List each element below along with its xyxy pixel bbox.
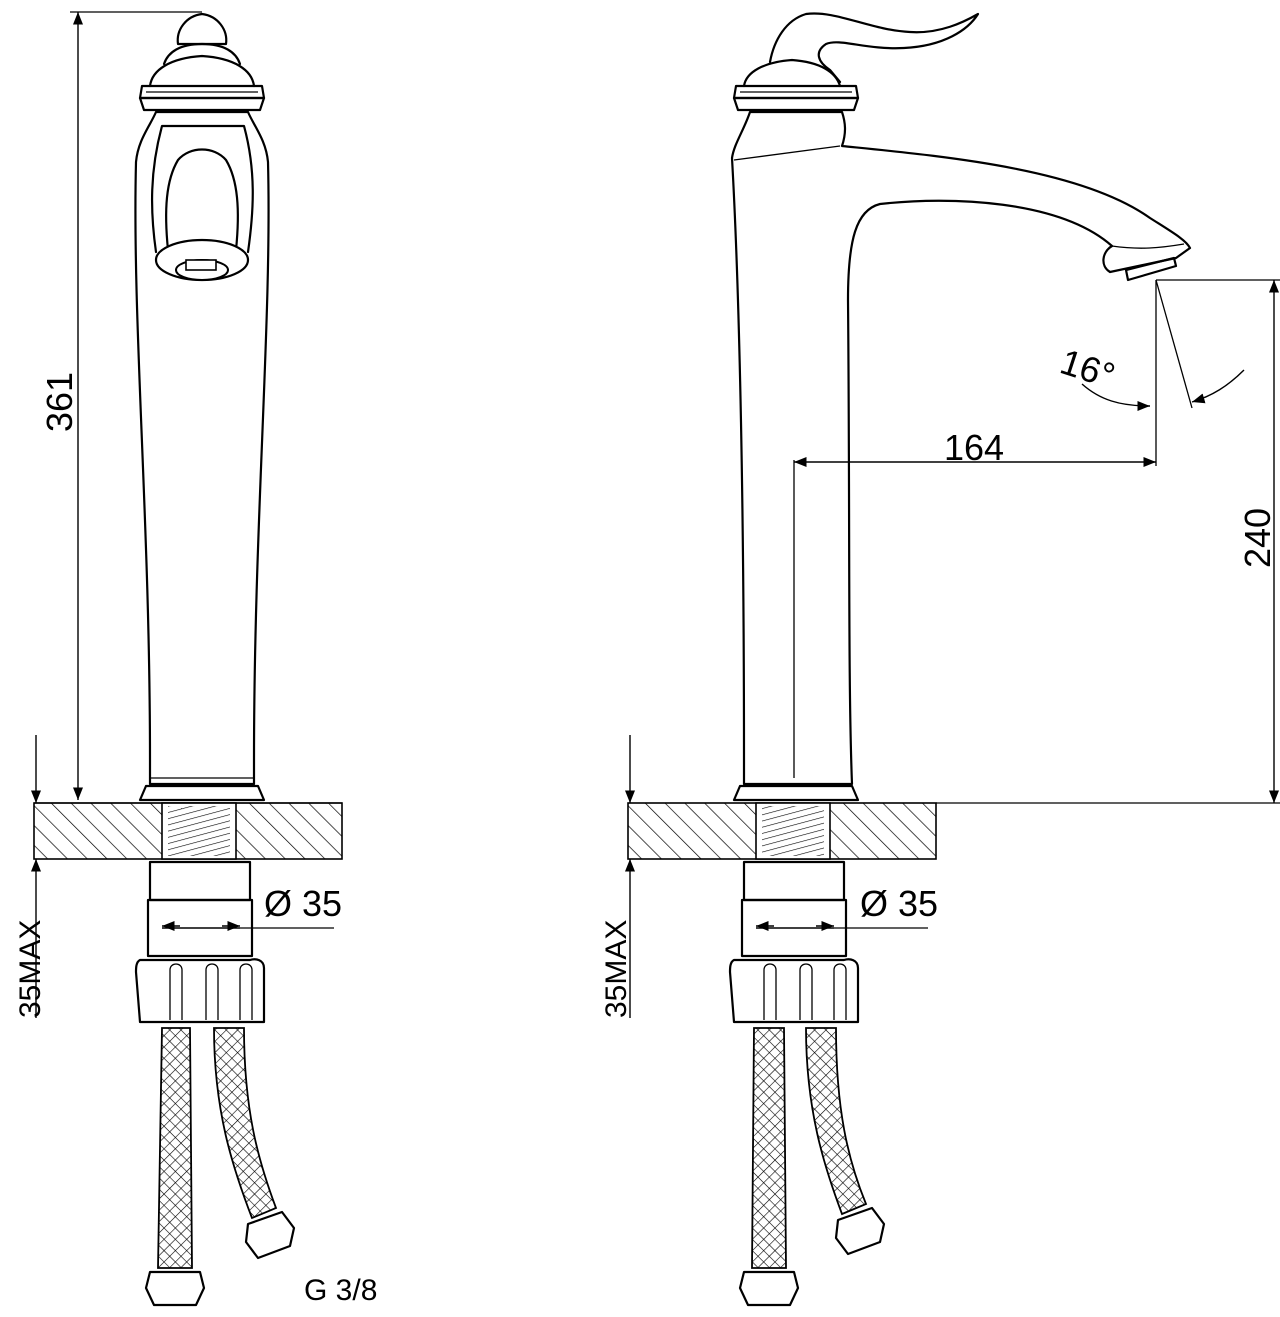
hose-right-front — [213, 1027, 278, 1220]
reach-label: 164 — [944, 427, 1004, 468]
spout-height-label: 240 — [1237, 508, 1278, 568]
side-view: 240 164 16° 35MAX Ø 35 — [600, 12, 1280, 1307]
mount-thickness-label-side: 35MAX — [600, 920, 633, 1018]
dim-height-label: 361 — [39, 372, 80, 432]
faucet-body-side — [730, 110, 1192, 786]
faucet-body-front — [134, 110, 270, 786]
diameter-label-front: Ø 35 — [264, 883, 342, 924]
hose-right-side — [805, 1027, 868, 1216]
angle-label: 16° — [1056, 341, 1120, 397]
hose-left-side — [751, 1027, 787, 1269]
thread-label: G 3/8 — [304, 1274, 377, 1307]
front-view: 361 35MAX Ø 35 G 3/8 — [14, 11, 377, 1307]
handle-front — [176, 12, 228, 46]
mount-thickness-label-front: 35MAX — [14, 920, 47, 1018]
nut-front — [134, 958, 266, 1024]
nut-side — [728, 958, 860, 1024]
hose-left-front — [157, 1027, 193, 1269]
diameter-label-side: Ø 35 — [860, 883, 938, 924]
handle-side — [768, 12, 980, 84]
